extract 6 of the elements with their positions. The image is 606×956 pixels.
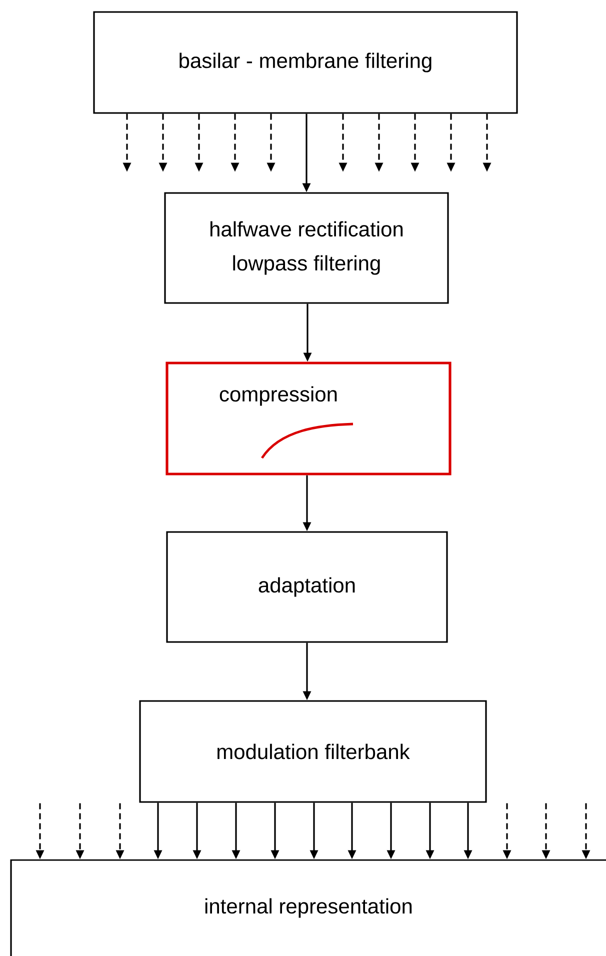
- process-box: basilar - membrane filtering: [93, 11, 518, 114]
- open-box: internal representation: [10, 859, 606, 956]
- box-label: compression: [220, 386, 337, 406]
- process-box: modulation filterbank: [139, 700, 487, 803]
- process-box: halfwave rectification lowpass filtering: [164, 192, 449, 304]
- process-box: adaptation: [166, 531, 448, 643]
